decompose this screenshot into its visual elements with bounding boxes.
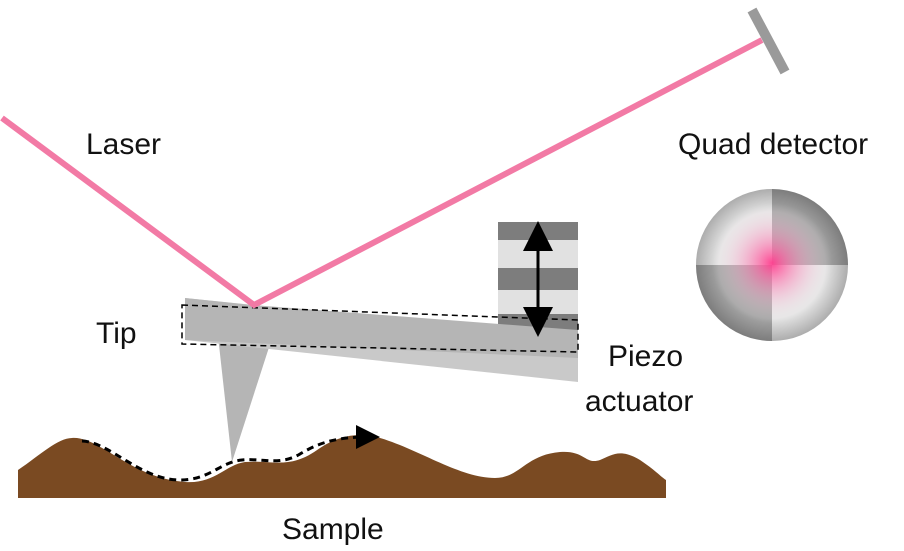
laser-label: Laser	[86, 128, 161, 161]
laser-beam	[0, 37, 764, 309]
mirror	[747, 7, 790, 75]
cantilever-dashed-outline	[181, 304, 579, 353]
scan-path	[81, 425, 380, 482]
sample-surface	[18, 435, 666, 498]
laser-spot	[712, 203, 832, 323]
afm-tip	[218, 336, 272, 462]
sample-label: Sample	[282, 513, 384, 546]
tip-label: Tip	[96, 317, 137, 350]
quad-detector-label: Quad detector	[678, 128, 868, 161]
quad-detector	[696, 189, 848, 341]
cantilever	[185, 298, 578, 358]
piezo-label-line2: actuator	[585, 385, 693, 418]
piezo-label-line1: Piezo	[608, 340, 683, 373]
